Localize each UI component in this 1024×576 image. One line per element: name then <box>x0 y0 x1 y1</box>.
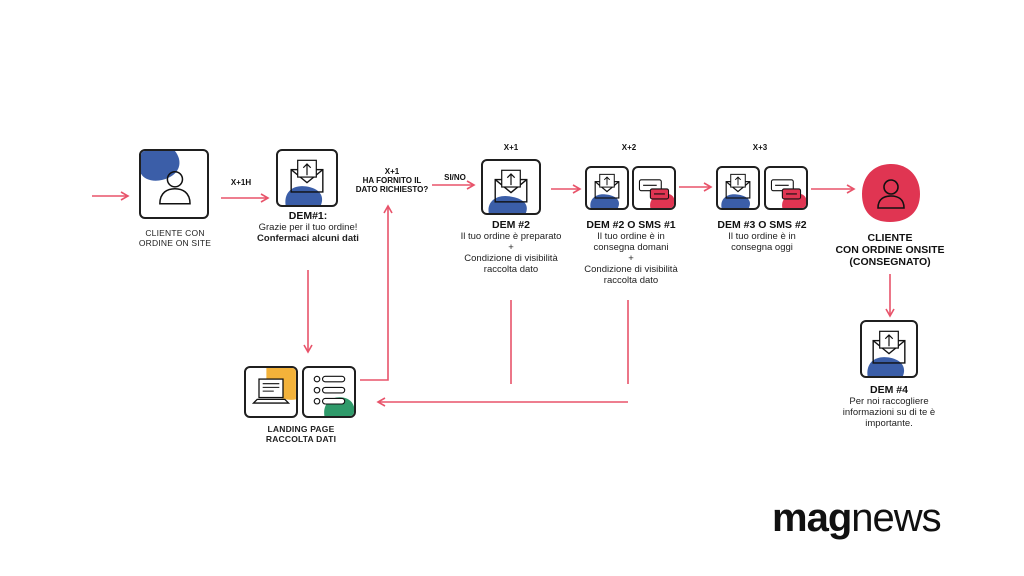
dem2-email-box <box>585 166 629 210</box>
dem1-label: DEM#1: Grazie per il tuo ordine! Conferm… <box>257 210 359 244</box>
chat-bubble-icon <box>638 179 674 208</box>
envelope-icon <box>867 330 906 376</box>
customer-start-label: CLIENTE CON ORDINE ON SITE <box>138 228 212 248</box>
dem3-sms2-label: DEM #3 O SMS #2 Il tuo ordine è in conse… <box>717 219 807 253</box>
landing-laptop-box <box>244 366 298 418</box>
landing-label: LANDING PAGE RACCOLTA DATI <box>265 424 337 444</box>
customer-end-icon <box>862 164 920 222</box>
landing-form-box <box>302 366 356 418</box>
dem4-box <box>860 320 918 378</box>
chat-bubble-icon <box>770 179 806 208</box>
edge-label-question: X+1 HA FORNITO IL DATO RICHIESTO? <box>355 167 429 194</box>
edge-label-x1h: X+1H <box>230 178 252 187</box>
magnews-logo: magnews <box>772 496 942 540</box>
envelope-icon <box>721 173 751 208</box>
envelope-icon <box>488 169 528 213</box>
dem1-box <box>276 149 338 207</box>
arrow-landing-to-question <box>360 204 393 381</box>
person-icon <box>141 151 191 205</box>
sms1-box <box>632 166 676 210</box>
customer-end-label: CLIENTE CON ORDINE ONSITE (CONSEGNATO) <box>835 232 945 268</box>
edge-label-x2: X+2 <box>621 143 637 152</box>
dem4-label: DEM #4 Per noi raccogliere informazioni … <box>842 384 936 429</box>
sms2-box <box>764 166 808 210</box>
form-checklist-icon <box>313 375 354 416</box>
envelope-icon <box>590 173 620 208</box>
edge-label-si-no: SI/NO <box>444 173 466 182</box>
envelope-icon <box>285 159 324 205</box>
customer-start-box <box>139 149 209 219</box>
dem3-email-box <box>716 166 760 210</box>
dem2-box <box>481 159 541 215</box>
dem2-label: DEM #2 Il tuo ordine è preparato + Condi… <box>460 219 562 275</box>
edge-label-x1: X+1 <box>503 143 519 152</box>
laptop-icon <box>251 368 296 404</box>
edge-label-x3: X+3 <box>752 143 768 152</box>
dem2-sms1-label: DEM #2 O SMS #1 Il tuo ordine è in conse… <box>584 219 678 286</box>
